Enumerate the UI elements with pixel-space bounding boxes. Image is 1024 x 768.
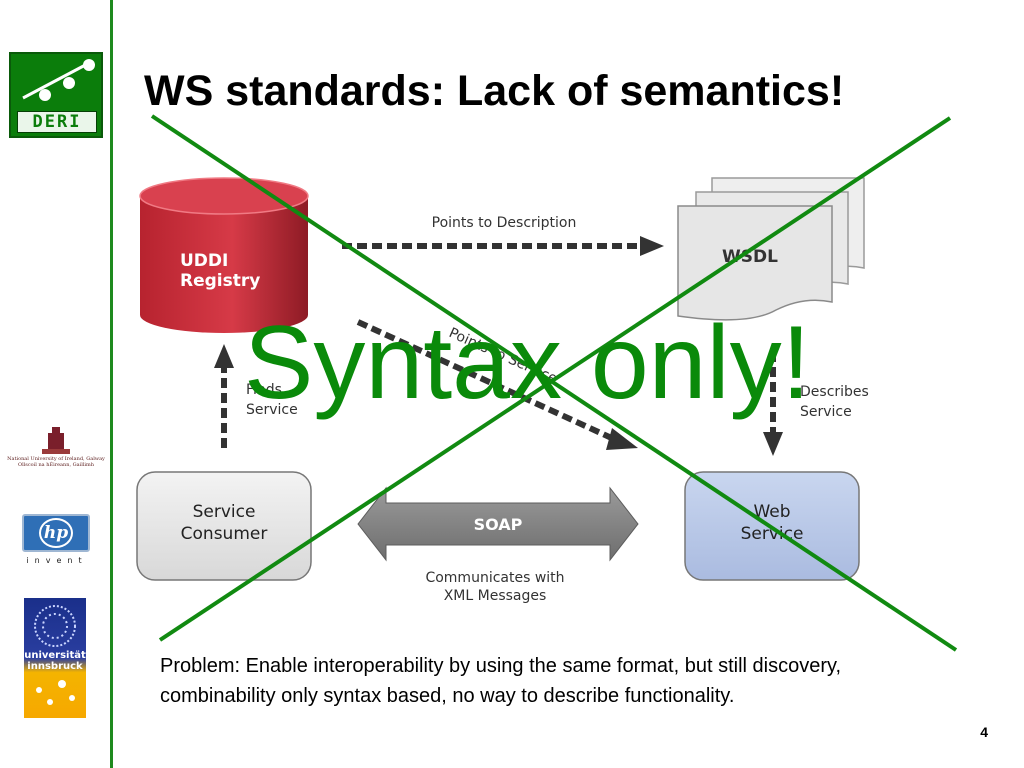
page-number: 4 xyxy=(980,724,988,740)
wsdl-document-node: WSDL xyxy=(677,177,865,321)
innsbruck-text-line-2: innsbruck xyxy=(27,661,83,672)
uddi-label-line-1: UDDI xyxy=(180,251,228,271)
points-to-description-arrow xyxy=(342,236,664,256)
uddi-registry-node: UDDI Registry xyxy=(139,177,309,333)
innsbruck-logo: universität innsbruck xyxy=(24,598,86,718)
deri-logo: DERI xyxy=(9,52,103,138)
soap-label: SOAP xyxy=(474,515,523,534)
communicates-label-line-2: XML Messages xyxy=(444,588,547,604)
points-to-service-arrow xyxy=(356,319,638,450)
nuig-logo-text: National University of Ireland, Galway O… xyxy=(4,456,108,468)
hp-logo: hp invent xyxy=(22,514,92,568)
nuig-text-line-2: Ollscoil na hÉireann, Gaillimh xyxy=(17,462,94,468)
finds-service-label-line-2: Service xyxy=(246,402,298,418)
uddi-label-line-2: Registry xyxy=(180,271,260,291)
describes-service-arrow xyxy=(763,352,783,456)
webservice-label-line-1: Web xyxy=(753,502,790,522)
consumer-label-line-1: Service xyxy=(193,502,256,522)
hp-tagline: invent xyxy=(26,556,88,565)
sidebar-divider-line xyxy=(110,0,113,768)
wsdl-label: WSDL xyxy=(722,247,778,267)
nuig-crest-graphic xyxy=(42,427,70,454)
describes-service-label-line-2: Service xyxy=(800,404,852,420)
deri-logo-text: DERI xyxy=(17,111,97,133)
finds-service-arrow xyxy=(214,344,234,448)
problem-statement: Problem: Enable interoperability by usin… xyxy=(160,655,842,707)
points-to-description-label: Points to Description xyxy=(432,215,577,231)
innsbruck-text-line-1: universität xyxy=(24,650,86,661)
slide-title: WS standards: Lack of semantics! xyxy=(144,67,845,115)
innsbruck-logo-text: universität innsbruck xyxy=(24,650,86,672)
hp-badge: hp xyxy=(22,514,90,552)
nuig-text-line-1: National University of Ireland, Galway xyxy=(7,456,105,462)
cross-out-line-2 xyxy=(158,116,952,642)
innsbruck-logo-graphic xyxy=(34,605,76,705)
hp-logo-text: hp xyxy=(39,518,73,548)
describes-service-label-line-1: Describes xyxy=(800,384,869,400)
cross-out-line-1 xyxy=(150,114,958,652)
syntax-only-overlay: Syntax only! xyxy=(244,305,811,421)
nuig-logo: National University of Ireland, Galway O… xyxy=(4,425,108,473)
consumer-label-line-2: Consumer xyxy=(181,524,268,544)
finds-service-label-line-1: Finds xyxy=(246,382,282,398)
soap-double-arrow: SOAP xyxy=(357,486,639,562)
deri-logo-graphic xyxy=(22,59,95,101)
communicates-label-line-1: Communicates with xyxy=(425,570,564,586)
service-consumer-node: Service Consumer xyxy=(136,471,312,581)
